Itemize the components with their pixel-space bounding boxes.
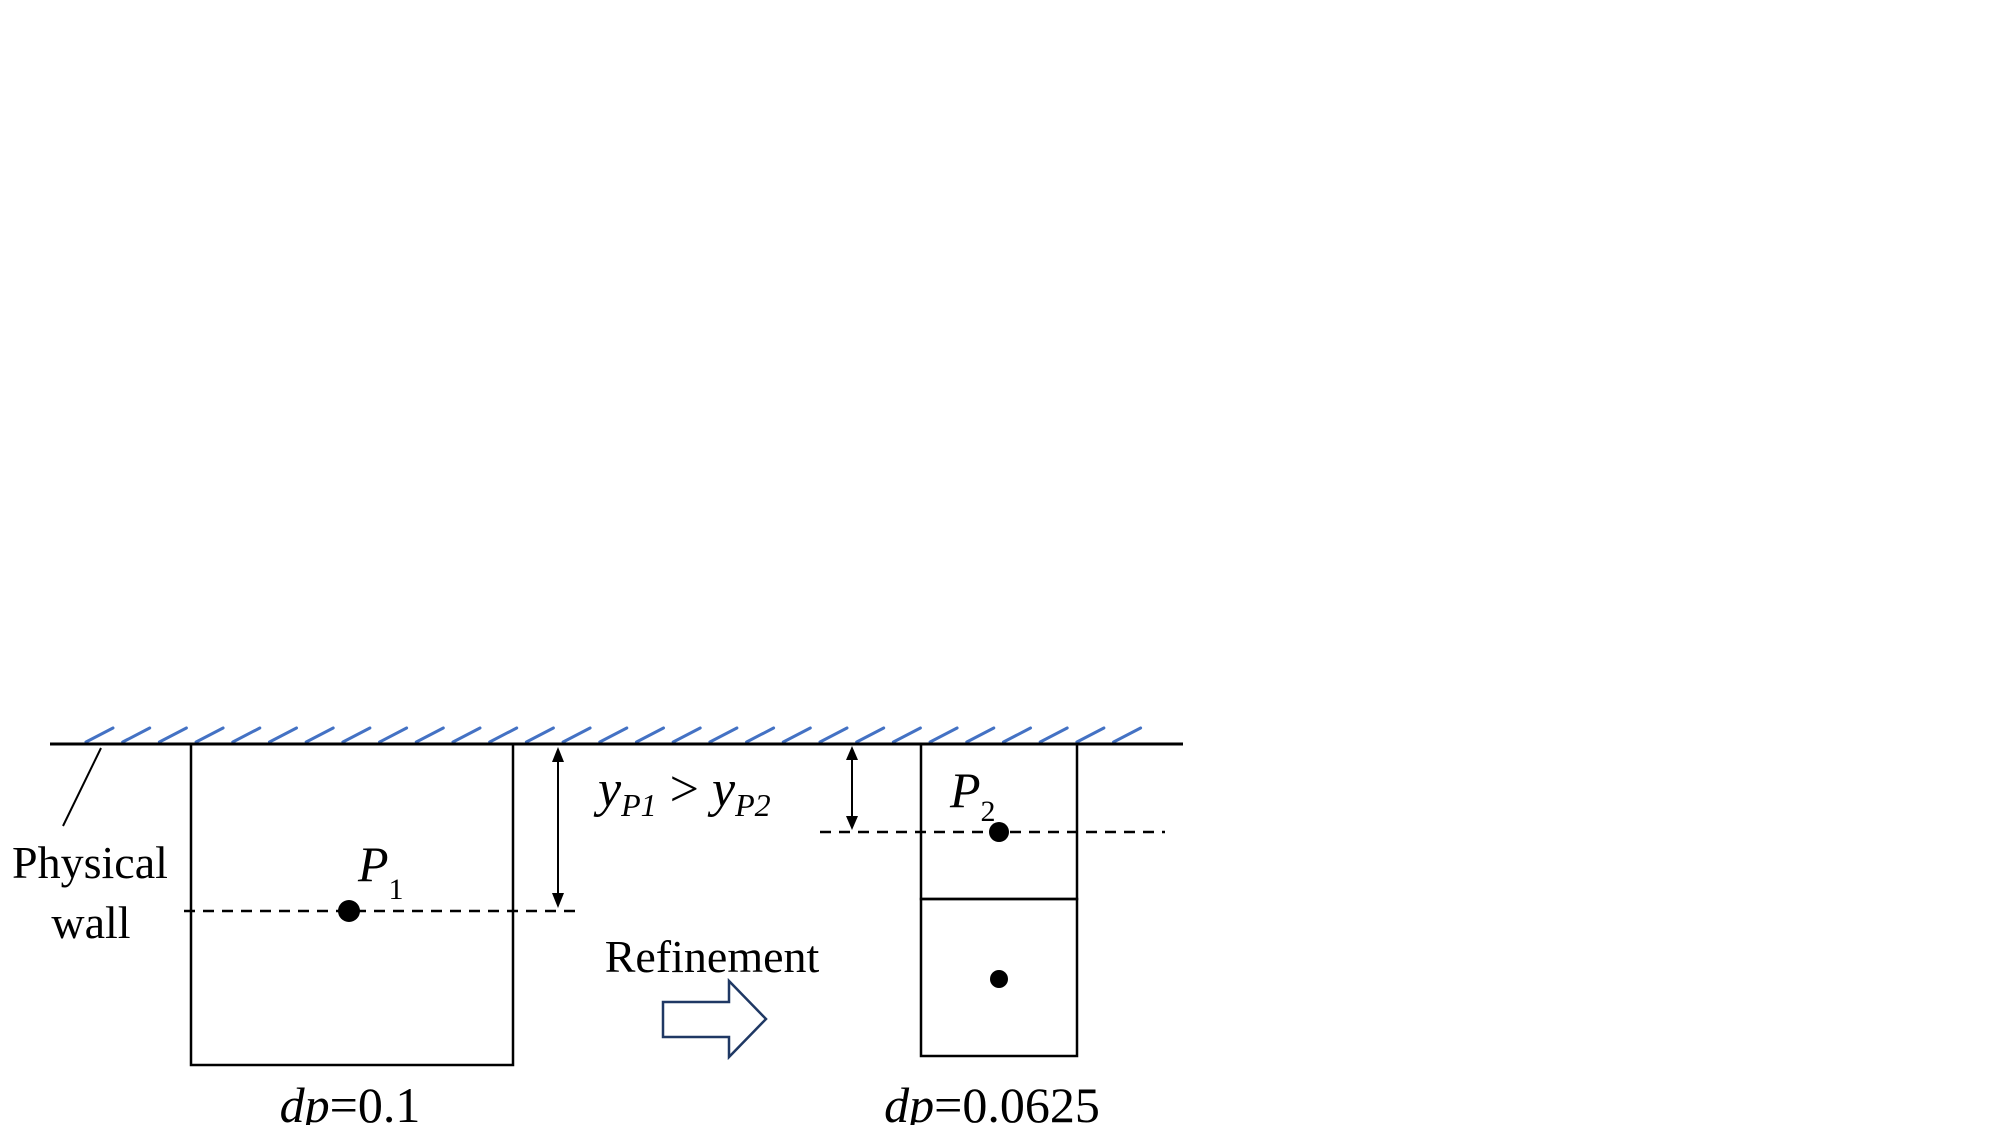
lower-particle-dot bbox=[990, 970, 1008, 988]
hatch-mark bbox=[598, 726, 629, 744]
wall-hatching bbox=[84, 726, 1143, 744]
hatch-mark bbox=[891, 726, 922, 744]
dp-right-var: dp bbox=[884, 1077, 934, 1125]
particle-p1-dot bbox=[338, 900, 360, 922]
hatch-mark bbox=[268, 726, 298, 744]
p1-letter: P bbox=[357, 836, 389, 892]
hatch-mark bbox=[378, 726, 409, 744]
physical-wall-label-line1: Physical bbox=[12, 837, 168, 888]
hatch-mark bbox=[928, 726, 959, 744]
hatch-mark bbox=[781, 726, 812, 744]
dp-right-value: =0.0625 bbox=[934, 1077, 1100, 1125]
hatch-mark bbox=[1038, 726, 1069, 744]
refinement-arrow-icon bbox=[661, 977, 768, 1061]
hatch-mark bbox=[414, 726, 445, 744]
p2-letter: P bbox=[949, 762, 981, 818]
wall-label-leader bbox=[62, 747, 102, 827]
hatch-mark bbox=[561, 726, 592, 744]
relation-operator: > bbox=[657, 761, 712, 818]
relation-y1: y bbox=[593, 761, 622, 818]
refined-cell-upper bbox=[919, 742, 1079, 901]
hatch-mark bbox=[341, 726, 372, 744]
relation-sub2: P2 bbox=[734, 787, 771, 823]
particle-p1-label: P1 bbox=[357, 836, 404, 906]
particle-p2-label: P2 bbox=[949, 762, 996, 828]
distance-relation: yP1 > yP2 bbox=[593, 761, 771, 823]
physical-wall-label-line2: wall bbox=[51, 897, 130, 948]
refined-cell-lower bbox=[919, 897, 1079, 1058]
relation-y2: y bbox=[707, 761, 736, 818]
particle-p2-dot bbox=[989, 822, 1009, 842]
hatch-mark bbox=[488, 726, 519, 744]
hatch-mark bbox=[671, 726, 702, 744]
dp-left-var: dp bbox=[280, 1077, 330, 1125]
hatch-mark bbox=[708, 726, 739, 744]
hatch-mark bbox=[304, 726, 335, 744]
hatch-mark bbox=[818, 726, 849, 744]
hatch-mark bbox=[121, 726, 152, 744]
hatch-mark bbox=[1075, 726, 1106, 744]
hatch-mark bbox=[965, 726, 996, 744]
p2-subscript: 2 bbox=[981, 795, 996, 828]
hatch-mark bbox=[157, 726, 188, 744]
hatch-mark bbox=[635, 726, 665, 744]
hatch-mark bbox=[451, 726, 482, 744]
relation-sub1: P1 bbox=[620, 787, 657, 823]
dp-coarse-label: dp=0.1 bbox=[280, 1077, 421, 1125]
p1-subscript: 1 bbox=[389, 873, 404, 906]
dp-refined-label: dp=0.0625 bbox=[884, 1077, 1100, 1125]
hatch-mark bbox=[231, 726, 262, 744]
refinement-label: Refinement bbox=[605, 931, 820, 982]
y-p2-dimension-arrow bbox=[846, 746, 858, 830]
hatch-mark bbox=[1112, 726, 1143, 744]
hatch-mark bbox=[745, 726, 776, 744]
hatch-mark bbox=[524, 726, 555, 744]
hatch-mark bbox=[194, 726, 225, 744]
y-p1-dimension-arrow bbox=[552, 747, 564, 908]
dp-left-value: =0.1 bbox=[330, 1077, 421, 1125]
hatch-mark bbox=[84, 726, 115, 744]
hatch-mark bbox=[1002, 726, 1032, 744]
coarse-cell bbox=[189, 742, 515, 1067]
hatch-mark bbox=[855, 726, 886, 744]
